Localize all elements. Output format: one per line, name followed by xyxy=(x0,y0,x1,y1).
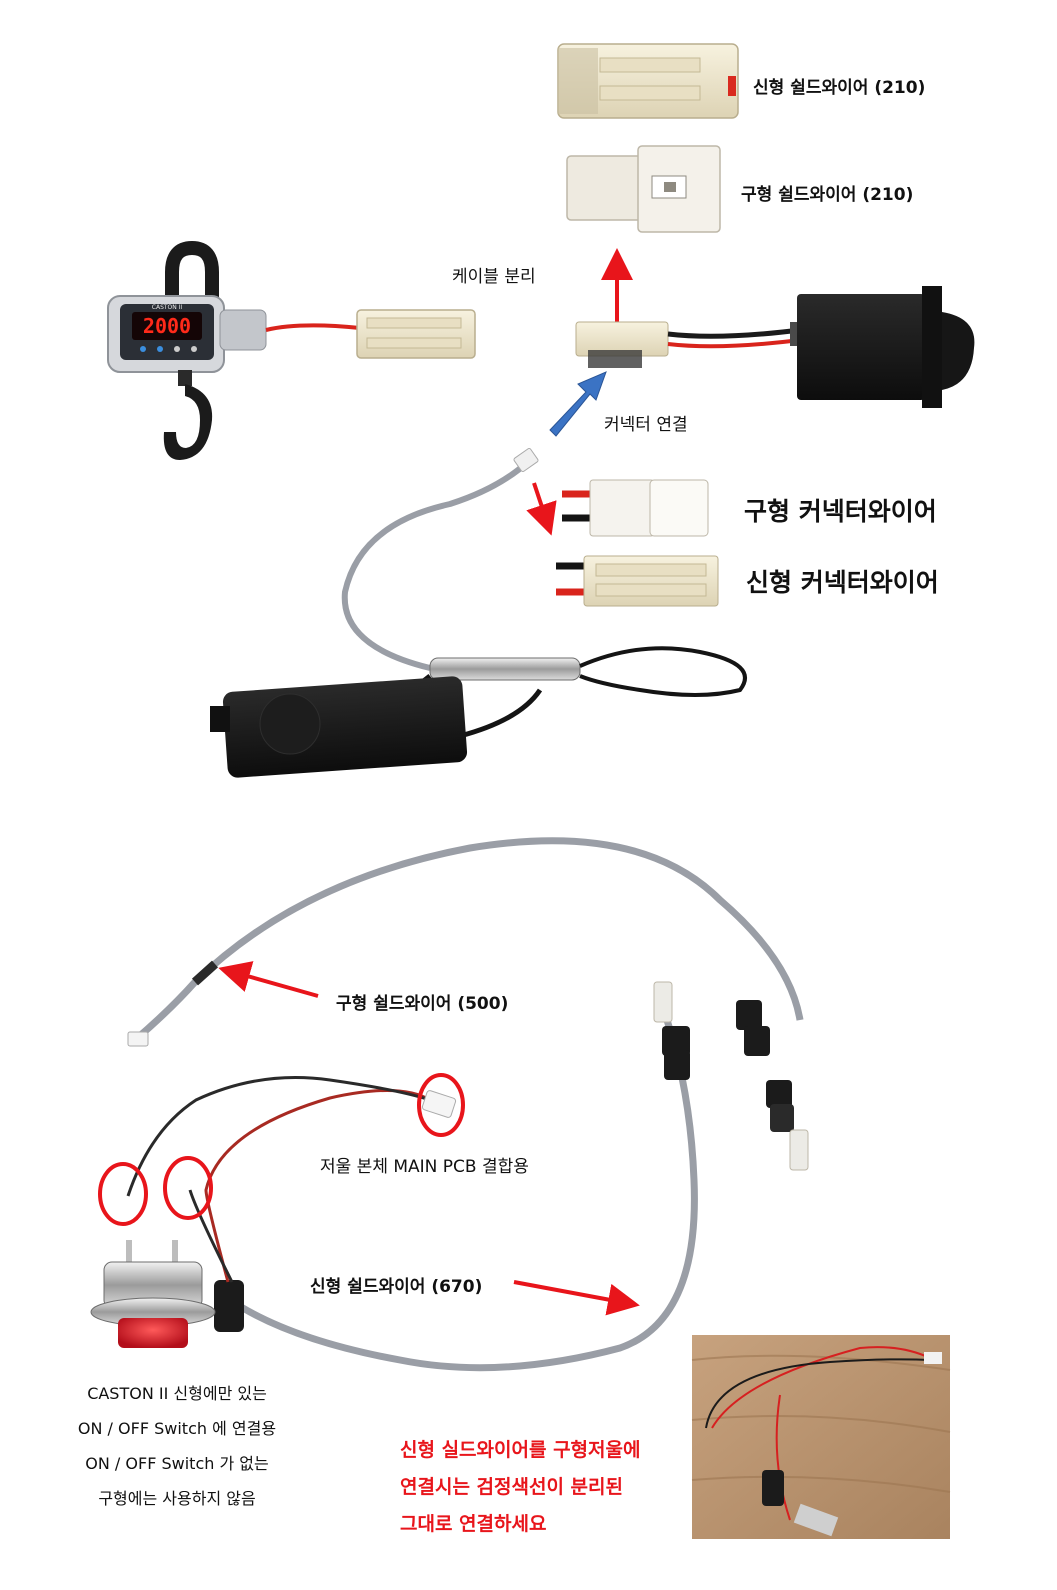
separated-connector xyxy=(356,309,476,359)
connected-connector xyxy=(575,321,806,368)
old-connector-wire xyxy=(562,479,709,537)
label-cable-separate: 케이블 분리 xyxy=(452,267,536,287)
old-shield-500-cable xyxy=(127,837,809,1171)
label-main-pcb: 저울 본체 MAIN PCB 결합용 xyxy=(320,1157,529,1177)
label-old-shield-210: 구형 쉴드와이어 (210) xyxy=(741,185,914,205)
switch-note: CASTON II 신형에만 있는 ON / OFF Switch 에 연결용 … xyxy=(52,1376,302,1516)
switch-note-line: ON / OFF Switch 에 연결용 xyxy=(77,1419,277,1438)
warning-note-line: 연결시는 검정색선이 분리된 xyxy=(400,1476,623,1498)
label-old-connector-wire: 구형 커넥터와이어 xyxy=(744,497,937,526)
scale-display-reading: 2000 xyxy=(143,314,191,338)
highlight-circle-red-wire xyxy=(163,1156,213,1220)
label-connector-connect: 커넥터 연결 xyxy=(604,415,688,435)
warning-note: 신형 실드와이어를 구형저울에 연결시는 검정색선이 분리된 그대로 연결하세요 xyxy=(400,1432,640,1543)
red-arrow-500 xyxy=(218,961,319,998)
warning-note-line: 그대로 연결하세요 xyxy=(400,1513,547,1535)
new-shield-210-connector xyxy=(557,43,739,119)
indicator-black-box xyxy=(797,286,975,408)
red-arrow-670 xyxy=(513,1280,640,1316)
label-new-connector-wire: 신형 커넥터와이어 xyxy=(746,568,939,597)
blue-arrow xyxy=(549,371,607,437)
power-adapter-box xyxy=(210,676,468,778)
switch-note-line: CASTON II 신형에만 있는 xyxy=(87,1384,267,1403)
label-new-shield-210: 신형 쉴드와이어 (210) xyxy=(753,78,926,98)
highlight-circle-black-wire xyxy=(98,1162,148,1226)
crane-scale-image: 2000 CASTON II xyxy=(107,240,267,460)
scale-red-cable xyxy=(265,323,361,332)
switch-note-line: ON / OFF Switch 가 없는 xyxy=(85,1454,269,1473)
new-connector-wire xyxy=(556,555,719,607)
scale-brand-label: CASTON II xyxy=(152,304,183,311)
on-off-switch-image xyxy=(90,1240,216,1348)
label-new-shield-670: 신형 쉴드와이어 (670) xyxy=(310,1277,483,1297)
warning-note-line: 신형 실드와이어를 구형저울에 xyxy=(400,1439,641,1461)
label-old-shield-500: 구형 쉴드와이어 (500) xyxy=(336,994,509,1014)
highlight-circle-pcb xyxy=(417,1073,465,1137)
old-shield-210-connector xyxy=(566,145,721,233)
new-shield-670-cable xyxy=(126,981,698,1372)
red-arrow-down xyxy=(526,482,557,536)
switch-note-line: 구형에는 사용하지 않음 xyxy=(98,1489,256,1508)
wire-photo-inset xyxy=(691,1335,951,1539)
